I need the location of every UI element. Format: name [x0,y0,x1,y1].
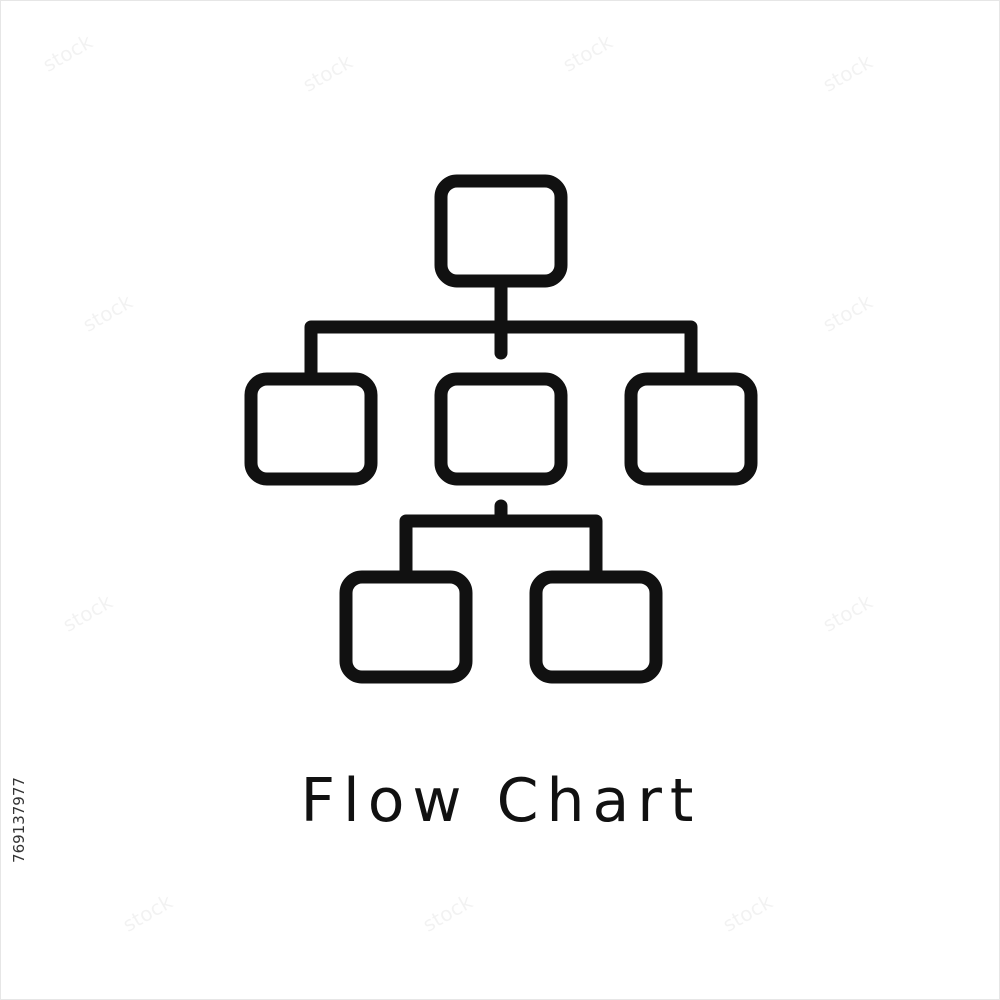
middle-center-node-box [434,372,568,486]
stock-id-label: 769137977 [10,777,28,863]
connector-line [304,320,698,386]
connector-line [399,514,603,584]
caption-label: Flow Chart [300,766,702,836]
bottom-left-node-box [339,570,473,684]
middle-right-node-box [624,372,758,486]
middle-left-node-box [244,372,378,486]
bottom-right-node-box [529,570,663,684]
top-node-box [434,174,568,288]
